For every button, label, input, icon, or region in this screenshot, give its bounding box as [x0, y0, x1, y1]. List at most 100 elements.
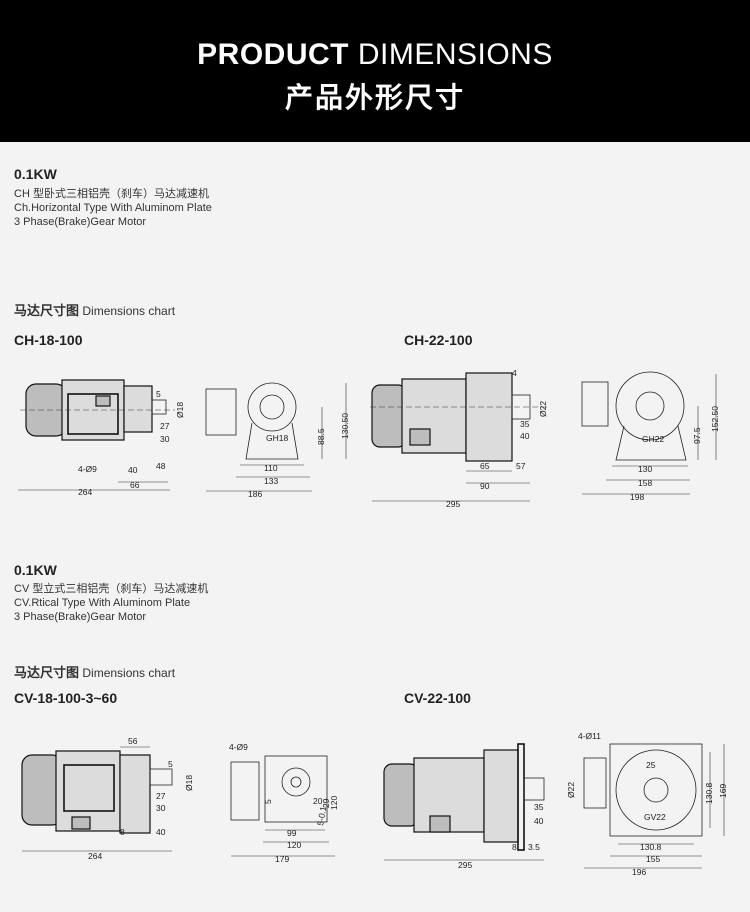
- section2-desc-en2: 3 Phase(Brake)Gear Motor: [14, 611, 147, 623]
- dim-20: 20: [313, 796, 323, 806]
- terminal-box: [581, 381, 609, 427]
- dim-158: 158: [638, 478, 652, 488]
- dim-hole: 4-Ø9: [78, 464, 97, 474]
- gearbox-housing: [465, 372, 513, 462]
- gearbox-housing: [483, 749, 519, 843]
- header-title: PRODUCT DIMENSIONS: [0, 38, 750, 72]
- output-shaft: [511, 394, 531, 420]
- section1-desc-en1: Ch.Horizontal Type With Aluminom Plate: [14, 202, 212, 214]
- dim-27: 27: [160, 421, 170, 431]
- ch22-front-drawing: GH22 130 158 198 97.5 152.50: [581, 371, 720, 502]
- dim-152: 152.50: [710, 406, 720, 432]
- dim-hole: 4-Ø9: [229, 742, 248, 752]
- dim-196: 196: [632, 867, 646, 877]
- gear-flange-plate: [264, 755, 328, 823]
- dim-8: 8: [512, 842, 517, 852]
- section2-chart-label: 马达尺寸图 Dimensions chart: [14, 662, 175, 681]
- dim-57: 57: [516, 461, 526, 471]
- dim-30: 30: [160, 434, 170, 444]
- section2-power: 0.1KW: [14, 562, 57, 578]
- dim-130: 130.8: [640, 842, 662, 852]
- ch18-side-drawing: 264 66 40 48 27 30 5 Ø18 4-Ø9: [18, 379, 185, 497]
- dim-110: 110: [264, 463, 278, 473]
- dim-3-5: 3.5: [528, 842, 540, 852]
- dim-25: 25: [646, 760, 656, 770]
- cv22-front-drawing: 4-Ø11 25 GV22 130.8 155 196 130.8 169: [578, 731, 728, 877]
- shaft-boss: [643, 777, 669, 803]
- dim-40: 40: [534, 816, 544, 826]
- section1-power: 0.1KW: [14, 166, 57, 182]
- model-cv18: CV-18-100-3~60: [14, 690, 118, 706]
- cv22-side-drawing: Ø22 35 40 8 3.5 295: [383, 743, 576, 870]
- dim-30: 30: [156, 803, 166, 813]
- dim-shaft-dia: Ø18: [184, 775, 194, 791]
- section1-chart-label-en: Dimensions chart: [82, 304, 176, 318]
- dim-48: 48: [156, 461, 166, 471]
- dim-40: 40: [156, 827, 166, 837]
- motor-terminal-box: [63, 764, 115, 812]
- header-title-light: DIMENSIONS: [357, 38, 553, 71]
- shaft-boss: [259, 394, 285, 420]
- gv-label: GV22: [644, 812, 666, 822]
- mounting-plate: [517, 743, 525, 851]
- dim-total: 295: [458, 860, 472, 870]
- header-title-bold: PRODUCT: [197, 38, 349, 71]
- output-shaft: [149, 768, 173, 786]
- dim-179: 179: [275, 854, 289, 864]
- dim-4: 4: [512, 368, 517, 378]
- dim-total: 295: [446, 499, 460, 509]
- dim-29: 29: [321, 798, 331, 808]
- output-shaft: [151, 399, 167, 415]
- dim-40: 40: [128, 465, 138, 475]
- dim-v130: 130.8: [704, 782, 714, 804]
- model-ch18: CH-18-100: [14, 332, 83, 348]
- terminal-box: [205, 388, 237, 436]
- ch18-front-drawing: GH18 110 133 186 88.5 130.50: [205, 382, 350, 499]
- section1-desc-en2: 3 Phase(Brake)Gear Motor: [14, 216, 147, 228]
- gearbox-housing: [119, 754, 151, 834]
- gh-label: GH22: [642, 434, 664, 444]
- cv18-front-drawing: 4-Ø9 5 20 29 120 5-0.1 99 120 179: [229, 742, 339, 864]
- shaft-boss: [635, 391, 665, 421]
- motor-cable-gland: [409, 428, 431, 446]
- motor-cable-gland: [429, 815, 451, 833]
- dim-shaft-dia: Ø22: [538, 401, 548, 417]
- dim-v169: 169: [718, 784, 728, 798]
- dim-120: 120: [287, 840, 301, 850]
- dim-shaft-dia: Ø22: [566, 782, 576, 798]
- shaft-boss: [281, 767, 311, 797]
- section2-desc-en1: CV.Rtical Type With Aluminom Plate: [14, 597, 191, 609]
- dim-133: 133: [264, 476, 278, 486]
- gearbox-foot: [245, 422, 299, 460]
- dim-35: 35: [520, 419, 530, 429]
- dim-155: 155: [646, 854, 660, 864]
- dim-key: 5-0.1: [315, 805, 328, 826]
- motor-terminal-box: [67, 393, 119, 435]
- header-title-cn: 产品外形尺寸: [284, 82, 465, 113]
- dim-186: 186: [248, 489, 262, 499]
- dim-5: 5: [263, 799, 273, 804]
- section2-chart-label-cn: 马达尺寸图: [14, 665, 80, 680]
- motor-cable-gland: [95, 395, 111, 407]
- output-shaft: [523, 777, 545, 801]
- model-ch22: CH-22-100: [404, 332, 473, 348]
- dim-hole: 4-Ø11: [578, 731, 601, 741]
- dim-90: 90: [480, 481, 490, 491]
- dim-65: 65: [480, 461, 490, 471]
- dim-130: 130.50: [340, 413, 350, 439]
- dim-198: 198: [630, 492, 644, 502]
- gearbox-foot: [615, 425, 687, 461]
- section1-desc-cn: CH 型卧式三相铝壳（刹车）马达减速机: [14, 188, 209, 200]
- gear-flange: [247, 382, 297, 432]
- model-cv22: CV-22-100: [404, 690, 471, 706]
- dim-total: 264: [78, 487, 92, 497]
- gear-flange: [615, 371, 685, 441]
- dim-8: 8: [120, 827, 125, 837]
- dim-total: 264: [88, 851, 102, 861]
- dim-120-vertical: 120: [329, 796, 339, 810]
- dim-56: 56: [128, 736, 138, 746]
- gh-label: GH18: [266, 433, 288, 443]
- ch22-side-drawing: 4 35 40 Ø22 65 57 90 295: [370, 368, 550, 509]
- dim-97: 97.5: [692, 427, 702, 444]
- motor-fan-cover: [383, 763, 419, 827]
